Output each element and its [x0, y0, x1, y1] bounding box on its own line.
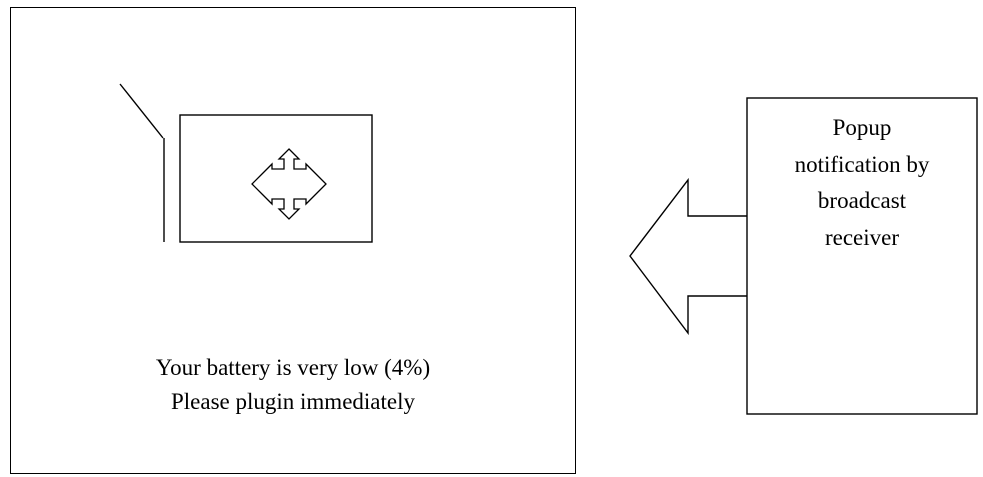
popup-image-box — [179, 114, 373, 243]
callout-line-2: notification by — [794, 151, 930, 177]
plugin-instruction-text: Please plugin immediately — [170, 389, 415, 414]
callout-arrow — [629, 177, 747, 336]
callout-line-3: broadcast — [817, 188, 907, 213]
callout-box — [746, 97, 978, 415]
popup-message: Your battery is very low (4%) Please plu… — [10, 351, 576, 419]
callout-label: Popup notification by broadcast receiver — [747, 110, 977, 256]
phone-screen-frame — [10, 7, 576, 474]
callout-line-1: Popup — [832, 115, 892, 140]
callout-line-4: receiver — [824, 224, 900, 250]
move-arrows-icon — [251, 148, 327, 220]
battery-warning-text: Your battery is very low (4%) — [155, 355, 431, 380]
stand-diagonal-line — [119, 83, 164, 139]
